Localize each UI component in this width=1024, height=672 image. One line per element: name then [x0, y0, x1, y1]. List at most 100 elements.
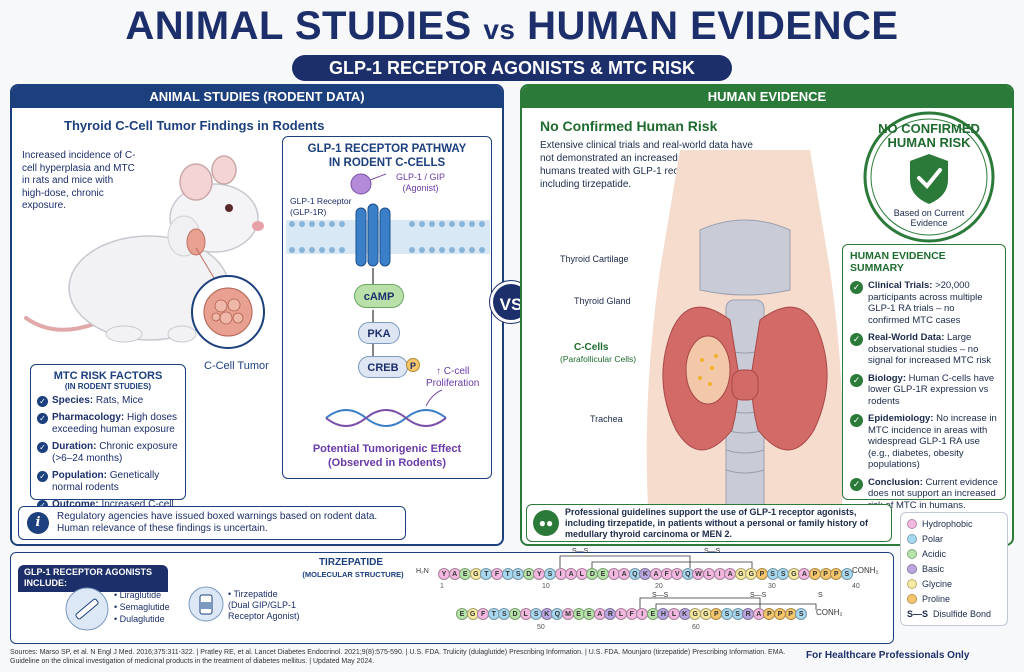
legend-item: Basic: [907, 564, 1001, 574]
guidelines-text: Professional guidelines support the use …: [565, 506, 869, 539]
ss-label-3: S—S: [652, 592, 669, 599]
amino-acid: A: [565, 568, 578, 580]
tirz-line1: Tirzepatide: [233, 589, 278, 599]
tirz-bullet: •: [228, 589, 234, 599]
risk-item-text: Species: Rats, Mice: [52, 395, 143, 408]
no-risk-seal: [863, 111, 995, 243]
title-part-2: HUMAN EVIDENCE: [527, 4, 899, 48]
info-icon: i: [27, 512, 49, 534]
findings-text: Increased incidence of C-cell hyperplasi…: [22, 150, 136, 211]
check-icon: ✓: [37, 441, 48, 453]
human-title: No Confirmed Human Risk: [540, 118, 718, 134]
tumor-label: C-Cell Tumor: [204, 360, 269, 372]
amino-acid: K: [678, 608, 691, 620]
risk-item: ✓Species: Rats, Mice: [37, 395, 179, 408]
seal-line2: HUMAN RISK: [887, 135, 971, 150]
summary-item: ✓Real-World Data: Large observational st…: [850, 332, 998, 367]
agonist-item: • Liraglutide: [114, 590, 162, 600]
human-panel-heading: HUMAN EVIDENCE: [522, 86, 1012, 108]
legend-label: Proline: [922, 594, 951, 604]
risk-item-label: Outcome:: [52, 498, 102, 510]
summary-item-label: Conclusion:: [868, 476, 926, 488]
summary-box: HUMAN EVIDENCE SUMMARY ✓Clinical Trials:…: [842, 244, 1006, 511]
check-icon: ✓: [850, 373, 863, 387]
legend-label: Acidic: [922, 549, 947, 559]
seq-num-60: 60: [692, 624, 700, 631]
risk-item: ✓ Population: Genetically normal rodents: [37, 470, 179, 495]
guidelines-box: ●● Professional guidelines support the u…: [526, 504, 892, 542]
pathway-title-line1: GLP-1 RECEPTOR PATHWAY: [307, 143, 467, 155]
check-icon: ✓: [37, 470, 48, 482]
risk-item-label: Duration:: [52, 440, 100, 452]
legend-label: Basic: [922, 564, 945, 574]
thyroid-illustration: [646, 150, 844, 540]
seal-title: NO CONFIRMED HUMAN RISK: [862, 122, 996, 150]
seq-num-10: 10: [542, 583, 550, 590]
seq-num-50: 50: [537, 624, 545, 631]
seal-line4: Evidence: [910, 218, 948, 228]
label-c-cells-sub: (Parafollicular Cells): [560, 354, 637, 364]
tirzepatide-agonist: • Tirzepatide (Dual GIP/GLP-1 Receptor A…: [228, 589, 300, 622]
summary-item-text: Real-World Data: Large observational stu…: [868, 332, 998, 367]
risk-item-label: Pharmacology:: [52, 411, 128, 423]
ss-label-1: S—S: [572, 548, 589, 555]
title-part-1: ANIMAL STUDIES: [125, 4, 472, 48]
legend-swatch: [907, 534, 917, 544]
creb-node: CREB: [358, 356, 408, 378]
legend-label: Glycine: [922, 579, 953, 589]
risk-item: ✓Pharmacology: High doses exceeding huma…: [37, 412, 179, 437]
summary-item-value: Large observational studies – no signal …: [868, 332, 992, 366]
proliferation-line1: ↑ C-cell: [436, 366, 470, 377]
page-subtitle: GLP-1 RECEPTOR AGONISTS & MTC RISK: [292, 55, 732, 81]
agonist-item: • Semaglutide: [114, 602, 170, 612]
risk-item-text: Pharmacology: High doses exceeding human…: [52, 412, 179, 437]
camp-node: cAMP: [354, 284, 404, 308]
people-icon: ●●: [533, 510, 559, 536]
legend-swatch: [907, 519, 917, 529]
tirz-line2: (Dual GIP/GLP-1: [228, 600, 297, 610]
amino-acid: S: [795, 608, 808, 620]
pen-injector-icon: [65, 587, 109, 631]
label-thyroid-gland: Thyroid Gland: [574, 296, 631, 306]
legend-swatch: [907, 549, 917, 559]
risk-item: ✓ Duration: Chronic exposure (>6–24 month…: [37, 441, 179, 466]
summary-item-label: Real-World Data:: [868, 332, 948, 343]
sources: Sources: Marso SP, et al. N Engl J Med. …: [10, 649, 786, 665]
risk-item-value: Chronic exposure (>6–24 months): [52, 440, 178, 465]
page-title: ANIMAL STUDIES vs HUMAN EVIDENCE: [0, 4, 1024, 49]
animal-panel-heading: ANIMAL STUDIES (RODENT DATA): [12, 86, 502, 108]
label-trachea: Trachea: [590, 414, 623, 424]
risk-list: ✓Species: Rats, Mice✓Pharmacology: High …: [37, 395, 179, 524]
tirz-line3: Receptor Agonist): [228, 611, 300, 621]
risk-subtitle: (IN RODENT STUDIES): [64, 382, 152, 391]
regulatory-note-box: i Regulatory agencies have issued boxed …: [18, 506, 406, 540]
summary-item-text: Epidemiology: No increase in MTC inciden…: [868, 413, 998, 471]
agonist-label-line1: GLP-1 / GIP: [396, 172, 446, 182]
pathway-title: GLP-1 RECEPTOR PATHWAY IN RODENT C-CELLS: [282, 142, 492, 170]
pathway-title-line2: IN RODENT C-CELLS: [328, 157, 446, 169]
risk-item-text: Population: Genetically normal rodents: [52, 470, 179, 495]
risk-title: MTC RISK FACTORS: [53, 370, 163, 382]
conh2-label-2: CONH₂: [816, 608, 843, 617]
summary-item: ✓Biology: Human C-cells have lower GLP-1…: [850, 373, 998, 408]
legend-item: Hydrophobic: [907, 519, 1001, 529]
amino-acid: F: [477, 608, 490, 620]
summary-item-text: Clinical Trials: >20,000 participants ac…: [868, 280, 998, 326]
summary-item-text: Conclusion: Current evidence does not su…: [868, 477, 998, 512]
legend-swatch: [907, 564, 917, 574]
summary-item-value: Human C-cells have lower GLP-1R expressi…: [868, 372, 995, 407]
amino-acid: D: [586, 568, 599, 580]
disulfide-swatch: S—S: [907, 609, 929, 619]
agonist-list: • Liraglutide• Semaglutide• Dulaglutide: [114, 589, 170, 625]
summary-item: ✓Epidemiology: No increase in MTC incide…: [850, 413, 998, 471]
risk-factors-box: MTC RISK FACTORS (IN RODENT STUDIES) ✓Sp…: [30, 364, 186, 522]
summary-item-value: No increase in MTC incidence in areas wi…: [868, 413, 997, 470]
summary-item-value: >20,000 participants across multiple GLP…: [868, 280, 983, 326]
agonists-title-line2: INCLUDE:: [24, 578, 67, 588]
risk-item-label: Species:: [52, 395, 96, 406]
risk-item-value: Genetically normal rodents: [52, 469, 160, 494]
